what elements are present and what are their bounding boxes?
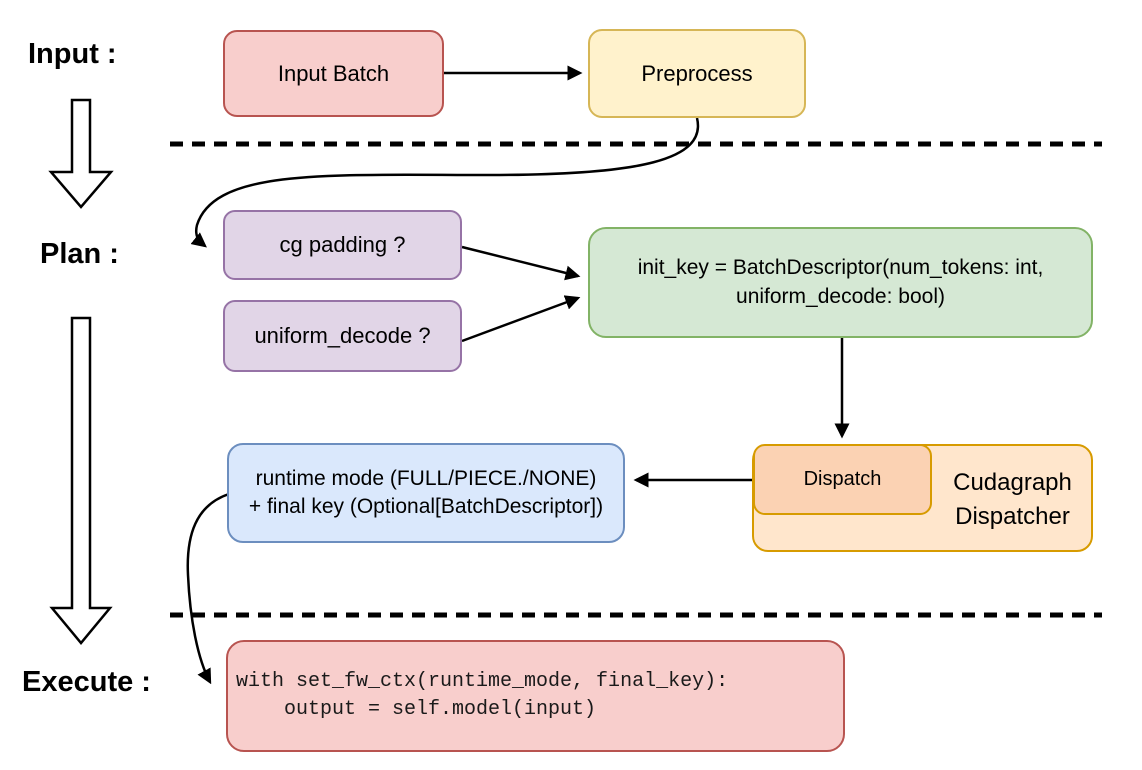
- node-runtime-result-line1: runtime mode (FULL/PIECE./NONE): [255, 466, 597, 490]
- stage-arrow-input-to-plan: [48, 98, 114, 209]
- arrow-uniform-decode-to-init-key: [461, 295, 581, 343]
- node-execute-code: with set_fw_ctx(runtime_mode, final_key)…: [226, 640, 845, 752]
- arrow-preprocess-to-cg-padding: [190, 117, 700, 248]
- node-cudagraph-dispatcher-label: Cudagraph Dispatcher: [932, 466, 1093, 533]
- node-dispatch: Dispatch: [753, 444, 932, 515]
- node-init-key: init_key = BatchDescriptor(num_tokens: i…: [588, 227, 1093, 338]
- node-cg-padding: cg padding ?: [223, 210, 462, 280]
- node-dispatch-label: Dispatch: [803, 468, 882, 490]
- node-init-key-line2: uniform_decode: bool): [736, 284, 945, 308]
- node-cg-padding-label: cg padding ?: [279, 232, 406, 258]
- execute-code-line1: with set_fw_ctx(runtime_mode, final_key)…: [236, 670, 729, 693]
- stage-label-input: Input :: [28, 38, 117, 70]
- node-preprocess-label: Preprocess: [641, 60, 753, 86]
- node-uniform-decode: uniform_decode ?: [223, 300, 462, 372]
- arrow-runtime-result-to-execute-code: [186, 492, 230, 685]
- arrow-cg-padding-to-init-key: [461, 245, 581, 281]
- node-input-batch: Input Batch: [223, 30, 444, 117]
- stage-arrow-plan-to-execute: [49, 316, 113, 645]
- node-init-key-line1: init_key = BatchDescriptor(num_tokens: i…: [637, 256, 1044, 280]
- stage-label-plan: Plan :: [40, 238, 119, 270]
- cudagraph-label-line1: Cudagraph: [953, 469, 1072, 496]
- execute-code-line2: output = self.model(input): [236, 698, 597, 721]
- node-runtime-result: runtime mode (FULL/PIECE./NONE) + final …: [227, 443, 625, 543]
- node-input-batch-label: Input Batch: [277, 60, 390, 86]
- node-preprocess: Preprocess: [588, 29, 806, 118]
- node-uniform-decode-label: uniform_decode ?: [254, 323, 431, 349]
- node-runtime-result-line2: + final key (Optional[BatchDescriptor]): [248, 495, 604, 518]
- cudagraph-label-line2: Dispatcher: [955, 502, 1070, 530]
- stage-label-execute: Execute :: [22, 666, 151, 698]
